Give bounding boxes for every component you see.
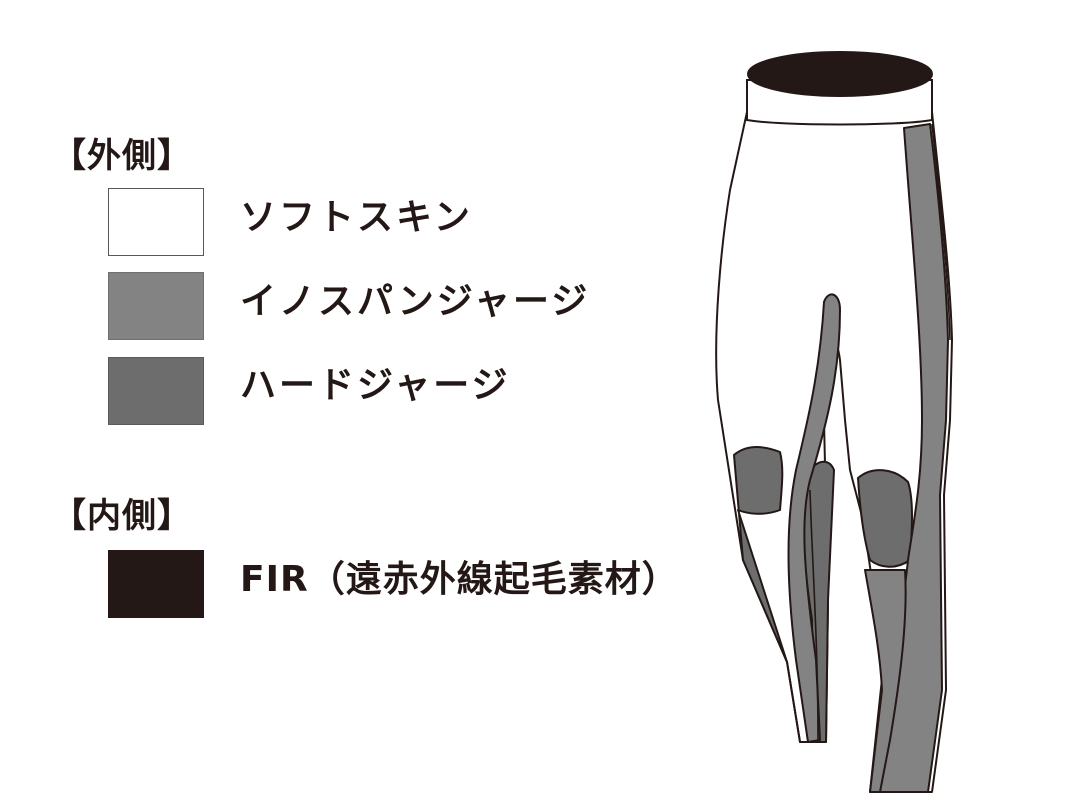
right-shin-hard-jersey	[857, 469, 913, 568]
inospan-jersey-label: イノスパンジャージ	[240, 281, 591, 322]
right-leg-inospan	[864, 569, 907, 793]
hard-jersey-label: ハードジャージ	[240, 365, 511, 406]
inner-section-heading: 【内側】	[52, 496, 192, 536]
fir-label: FIR（遠赤外線起毛素材）	[240, 559, 679, 600]
right-side-inospan-stripe	[875, 123, 949, 793]
left-shin-hard-jersey	[733, 446, 835, 743]
tights-illustration	[715, 51, 953, 793]
left-knee-seam	[809, 489, 819, 741]
right-side-seam	[931, 123, 951, 341]
hard-jersey-swatch	[108, 357, 204, 425]
fir-swatch	[108, 550, 204, 618]
inospan-jersey-swatch	[108, 272, 204, 340]
outer-section-heading: 【外側】	[52, 136, 192, 176]
soft-skin-swatch	[108, 188, 204, 256]
waist-opening-fir	[747, 51, 933, 97]
left-leg-inospan-strip	[787, 293, 841, 743]
soft-skin-label: ソフトスキン	[240, 197, 473, 238]
